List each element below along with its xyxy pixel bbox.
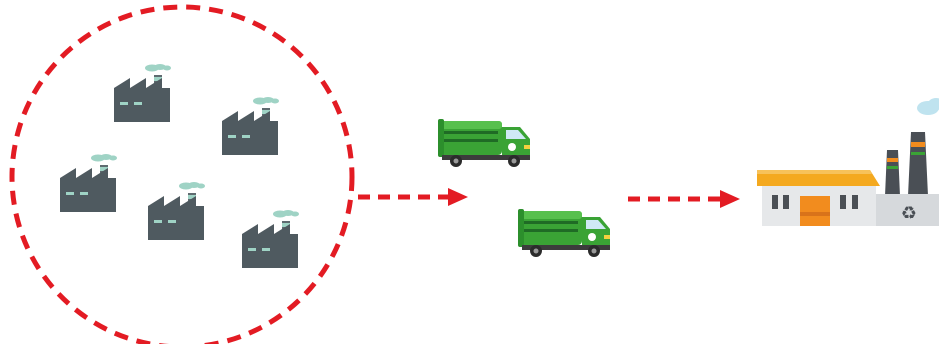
source-region-circle <box>12 7 352 344</box>
flow-arrow <box>628 190 740 208</box>
factory-icon <box>60 154 117 212</box>
recycling-plant-icon: ♻ <box>757 98 939 226</box>
factory-icon <box>148 182 205 240</box>
factory-icon <box>114 64 171 122</box>
factory-icon <box>222 97 279 155</box>
svg-text:♻: ♻ <box>901 203 917 224</box>
factory-icon <box>242 210 299 268</box>
flow-arrow <box>358 188 468 206</box>
garbage-truck-icon <box>518 209 610 257</box>
garbage-truck-icon <box>438 119 530 167</box>
